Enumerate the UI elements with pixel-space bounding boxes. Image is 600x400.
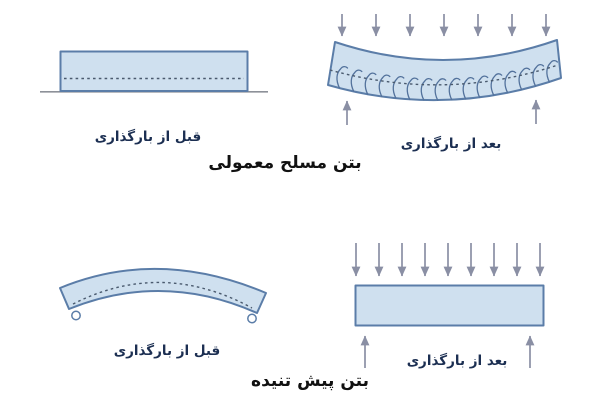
rebar-dashed-line	[329, 64, 559, 86]
rc-beam-before-group	[40, 50, 268, 93]
pt-beam-before	[59, 267, 267, 314]
pt-beam-after-group	[351, 243, 545, 368]
anchorage-circle-icon	[71, 310, 81, 321]
load-arrows	[337, 14, 551, 37]
label-pt-before-loading: قبل از بارگذاری	[113, 343, 221, 359]
crack-marks	[336, 59, 559, 101]
reaction-arrows	[360, 335, 535, 368]
rc-beam-after-group	[327, 14, 562, 125]
label-rc-after-loading: بعد از بارگذاری	[400, 136, 502, 152]
title-reinforced-concrete: بتن مسلح معمولی	[208, 153, 362, 173]
reaction-arrows	[342, 99, 541, 125]
tendon-dashed-line	[72, 281, 253, 309]
anchorage-circle-icon	[247, 313, 257, 324]
label-rc-before-loading: قبل از بارگذاری	[94, 129, 202, 145]
title-prestressed-concrete: بتن پیش تنیده	[251, 371, 369, 391]
label-pt-after-loading: بعد از بارگذاری	[406, 353, 508, 369]
pt-beam-before-group	[59, 267, 267, 324]
rc-beam-before	[59, 50, 249, 92]
rc-beam-after	[327, 39, 562, 102]
load-arrows	[351, 243, 545, 277]
pt-beam-after	[354, 284, 545, 327]
